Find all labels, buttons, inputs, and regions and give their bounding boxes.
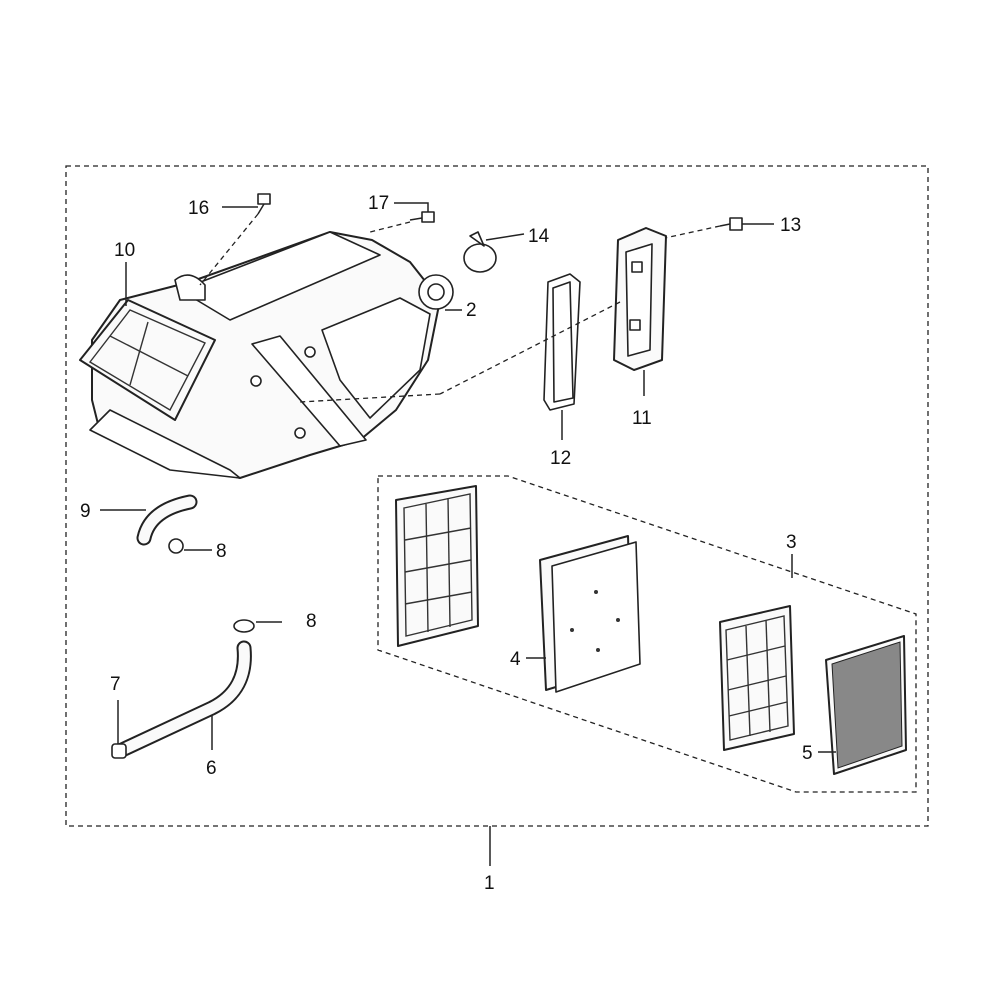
assembly-frame-1 xyxy=(65,165,929,827)
dash-17 xyxy=(369,221,411,233)
label-5: 5 xyxy=(802,743,813,764)
element-subassembly-frame-3 xyxy=(377,475,917,793)
air-cleaner-case-2 xyxy=(89,231,454,479)
leader-14 xyxy=(485,233,525,241)
label-10: 10 xyxy=(114,240,135,261)
clip-8-upper xyxy=(168,538,184,554)
label-13: 13 xyxy=(780,215,801,236)
leader-17 xyxy=(394,202,429,212)
dash-11 xyxy=(439,301,621,395)
label-4: 4 xyxy=(510,649,521,670)
label-16: 16 xyxy=(188,198,209,219)
filter-element-4 xyxy=(539,535,641,693)
element-grille-left xyxy=(395,485,479,647)
element-grille-right xyxy=(719,605,795,751)
gasket-12 xyxy=(543,273,581,411)
filter-cover-grille-10 xyxy=(79,299,216,421)
label-14: 14 xyxy=(528,226,550,247)
label-12: 12 xyxy=(550,448,571,469)
label-3: 3 xyxy=(786,532,797,553)
label-17: 17 xyxy=(368,193,389,214)
label-2: 2 xyxy=(466,300,477,321)
dash-16 xyxy=(199,213,259,286)
plug-7 xyxy=(111,743,127,759)
bolt-13 xyxy=(719,217,743,231)
bolt-17 xyxy=(409,211,435,223)
label-7: 7 xyxy=(110,674,121,695)
mesh-screen-5 xyxy=(825,635,907,775)
bolt-16 xyxy=(257,193,271,215)
label-9: 9 xyxy=(80,501,91,522)
label-11: 11 xyxy=(632,408,652,429)
label-6: 6 xyxy=(206,758,217,779)
label-8a: 8 xyxy=(216,541,227,562)
label-8b: 8 xyxy=(306,611,317,632)
label-1: 1 xyxy=(484,873,495,894)
clip-8-lower xyxy=(233,619,255,633)
dash-13 xyxy=(664,225,721,239)
plate-11 xyxy=(613,227,667,371)
clamp-14 xyxy=(463,231,497,273)
